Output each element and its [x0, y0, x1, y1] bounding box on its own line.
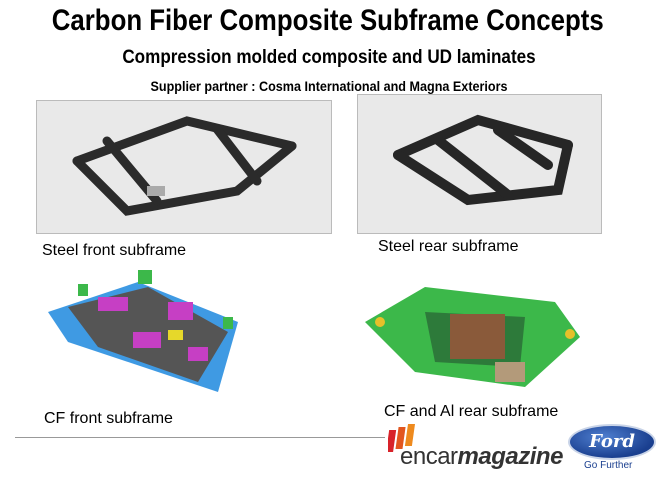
logo-prefix: encar — [400, 443, 458, 470]
footer-divider — [15, 437, 385, 438]
cf-front-subframe-render — [38, 262, 253, 402]
caption-cf-al-rear: CF and Al rear subframe — [384, 403, 559, 420]
supplier-text: Supplier partner : Cosma International a… — [150, 78, 508, 94]
caption-cf-front: CF front subframe — [44, 410, 173, 427]
encarmagazine-logo: encarmagazine — [400, 443, 563, 471]
cf-al-rear-subframe-render — [355, 272, 590, 397]
logo-suffix: magazine — [457, 443, 564, 470]
caption-steel-front: Steel front subframe — [42, 242, 187, 259]
encarmagazine-logo-icon — [386, 424, 418, 459]
ford-logo-text: Ford — [589, 431, 635, 452]
steel-front-subframe-photo — [36, 100, 332, 234]
steel-rear-subframe-photo — [357, 94, 602, 234]
slide-title: Carbon Fiber Composite Subframe Concepts — [51, 4, 604, 37]
slide-subtitle: Compression molded composite and UD lami… — [122, 47, 536, 68]
caption-steel-rear: Steel rear subframe — [378, 238, 519, 255]
tagline: Go Further — [584, 460, 633, 471]
ford-logo: Ford — [568, 424, 656, 460]
